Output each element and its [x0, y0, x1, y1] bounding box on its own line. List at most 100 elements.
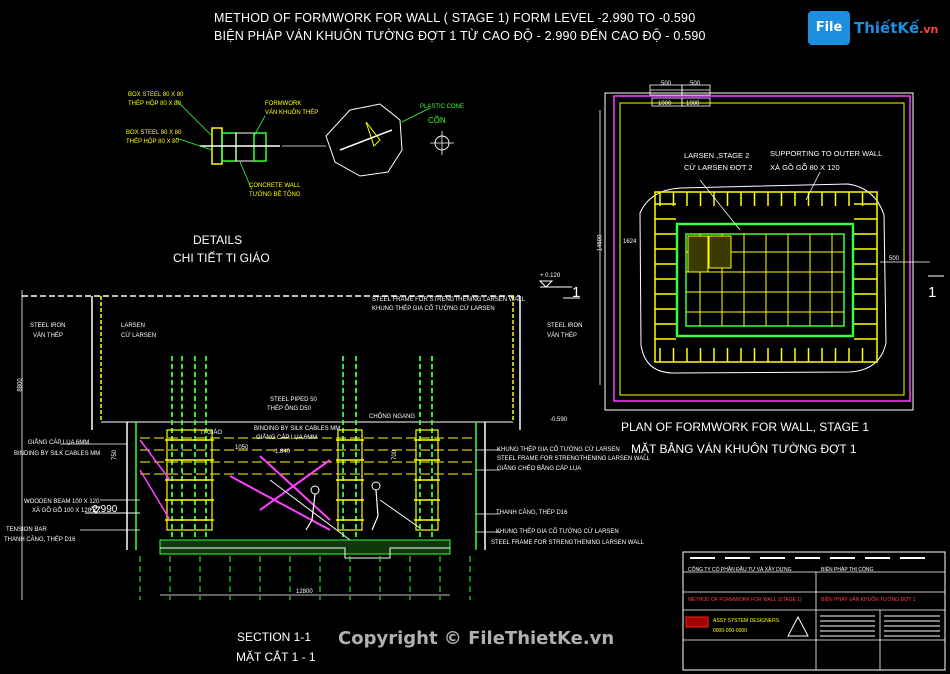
plan-leader-support: [805, 171, 821, 201]
section-dim-bottom: 12800: [296, 589, 313, 595]
section-silk-cable-left-en: BINDING BY SILK CABLES MM: [14, 451, 101, 457]
plan-hatch-block-1: [687, 235, 709, 273]
section-wooden-beam: WOODEN BEAM 100 X 120: [24, 499, 100, 505]
titleblock-project: METHOD OF FORMWORK FOR WALL (STAGE 1): [688, 597, 802, 603]
section-chong-ngang: CHỐNG NGANG: [369, 414, 416, 420]
detail-leader-4: [239, 161, 253, 191]
section-right-1-en: STEEL FRAME FOR STRENGTHENING LARSEN WAL…: [497, 456, 650, 462]
drawing-title-en: METHOD OF FORMWORK FOR WALL ( STAGE 1) F…: [214, 11, 696, 25]
titleblock-project-vn: BIỆN PHÁP VÁN KHUÔN TƯỜNG ĐỢT 1: [821, 597, 916, 603]
titleblock-phone: 0000-000-0000: [713, 628, 747, 634]
plan-dim-1624: 1624: [623, 239, 637, 245]
section-brace-left-1: [139, 439, 171, 481]
details-title: DETAILS: [193, 233, 243, 247]
titleblock-header-1: CÔNG TY CỔ PHẦN ĐẦU TƯ VÀ XÂY DỰNG: [688, 567, 792, 573]
detail-zoom-rod: [339, 129, 393, 151]
section-steel-iron-left: STEEL IRON: [30, 323, 66, 329]
section-dim-left-height: 8800: [17, 378, 24, 392]
section-binding-mid: BINDING BY SILK CABLES MM: [254, 426, 341, 432]
detail-box-steel-2-vn: THÉP HỘP 80 X 80: [126, 139, 179, 145]
section-worker-2-body: [375, 489, 379, 517]
plan-dim-box-4: [681, 97, 711, 107]
detail-leader-3: [253, 115, 266, 137]
section-binding-mid-vn: GIẰNG CÁP LỤA 6MM: [256, 435, 318, 441]
plan-section-mark: 1: [928, 284, 937, 301]
plan-supporting: SUPPORTING TO OUTER WALL: [770, 149, 883, 158]
detail-plastic-cone-vn: CÔN: [428, 116, 446, 125]
logo-text: ThiếtKế.vn: [854, 19, 938, 37]
section-steel-iron-right-vn: VÁN THÉP: [547, 333, 577, 339]
titleblock-triangle-logo: [787, 615, 809, 637]
plan-dim-top-3: 1000: [658, 101, 672, 107]
detail-plastic-cone: PLASTIC CONE: [420, 104, 465, 110]
section-level-1840: -1.840: [273, 449, 291, 455]
drawing-title-vn: BIỆN PHÁP VÁN KHUÔN TƯỜNG ĐỢT 1 TỪ CAO Đ…: [214, 29, 706, 43]
section-tieu-dang: TI GIÁO: [200, 430, 223, 436]
plan-dim-top-4: 1000: [686, 101, 700, 107]
logo-name: ThiếtKế: [854, 19, 920, 37]
details-subtitle: CHI TIẾT TI GIÁO: [173, 251, 270, 265]
plan-outer-frame: [604, 92, 914, 411]
detail-cone-leader: [401, 107, 431, 123]
section-worker-1-head: [310, 485, 320, 495]
section-level-top-mark: [538, 280, 554, 288]
section-right-4: KHUNG THÉP GIA CỐ TƯỜNG CỪ LARSEN: [496, 529, 619, 535]
section-dim-750: 750: [112, 449, 119, 461]
detail-concrete-section: [235, 132, 255, 162]
plan-dim-left: 14600: [597, 234, 604, 252]
section-shoring-frame-2: [415, 429, 439, 531]
plan-larsen-stage2-vn: CỪ LARSEN ĐỢT 2: [684, 163, 753, 172]
section-steel-iron-right: STEEL IRON: [547, 323, 583, 329]
plan-dim-right: 500: [889, 256, 900, 262]
detail-box-steel-1-vn: THÉP HỘP 80 X 80: [128, 101, 181, 107]
detail-zoom-cone: [365, 121, 381, 147]
plan-dim-top-1: 500: [661, 81, 672, 87]
titleblock-frame: [682, 551, 946, 671]
section-steel-iron-left-vn: VÁN THÉP: [33, 333, 63, 339]
detail-formwork: FORMWORK: [265, 101, 302, 107]
section-worker-2-head: [371, 481, 381, 491]
section-brace-white-1: [269, 479, 351, 541]
section-dim-700: 700: [392, 449, 399, 461]
section-worker-1-leg: [305, 519, 313, 531]
plan-dim-top-2: 500: [690, 81, 701, 87]
filethietke-logo: File ThiếtKế.vn: [808, 9, 940, 49]
titleblock-header-2: BIỆN PHÁP THI CÔNG: [821, 567, 874, 573]
section-right-3: THANH CĂNG, THÉP D16: [496, 510, 568, 516]
detail-leader-2: [175, 137, 213, 151]
titleblock-logo-box: [685, 616, 709, 628]
plan-title: PLAN OF FORMWORK FOR WALL, STAGE 1: [621, 420, 870, 434]
section-level-bot: -2.990: [89, 504, 118, 515]
plan-hatch-block-2: [708, 235, 732, 269]
plan-larsen-stage2: LARSEN ,STAGE 2: [684, 151, 750, 160]
section-level-bot-mark: [91, 506, 101, 514]
detail-formwork-vn: VÁN KHUÔN THÉP: [265, 110, 319, 116]
section-brace-white-2: [379, 499, 421, 529]
plan-wall-outer: [675, 222, 855, 338]
detail-formwork-right: [253, 132, 267, 162]
section-tension-bar: TENSION BAR: [6, 527, 47, 533]
section-slab-line: [160, 547, 450, 559]
plan-yellow-frame: [619, 102, 905, 396]
section-tension-bar-vn: THANH CĂNG, THÉP D16: [4, 537, 76, 543]
section-worker-2-leg: [371, 515, 379, 531]
section-steel-piped-vn: THÉP ỐNG D50: [267, 406, 311, 412]
section-dim-1050: 1050: [235, 445, 249, 451]
detail-concrete-wall: CONCRETE WALL: [249, 183, 301, 189]
section-level-mid: -0.590: [550, 417, 568, 423]
section-brace-pink-2: [259, 455, 331, 521]
section-worker-1-body: [311, 493, 316, 521]
section-steel-frame-top-vn: KHUNG THÉP GIA CỐ TƯỜNG CỪ LARSEN: [372, 306, 495, 312]
section-shoring-frame-0: [166, 429, 213, 531]
plan-dim-box-2: [681, 84, 711, 96]
detail-concrete-wall-vn: TƯỜNG BÊ TÔNG: [249, 192, 301, 198]
plan-subtitle: MẶT BẰNG VÁN KHUÔN TƯỜNG ĐỢT 1: [631, 442, 857, 456]
logo-file-icon: File: [808, 11, 850, 45]
plan-inner-frame: [613, 95, 911, 402]
section-brace-pink-1: [229, 475, 331, 531]
section-slab: [159, 539, 451, 555]
section-right-1: KHUNG THÉP GIA CỐ TƯỜNG CỪ LARSEN: [497, 447, 620, 453]
copyright-watermark: Copyright © FileThietKe.vn: [338, 628, 615, 649]
section-steel-frame-top: STEEL FRAME FOR STRENGTHENING LARSEN WAL…: [372, 297, 525, 303]
